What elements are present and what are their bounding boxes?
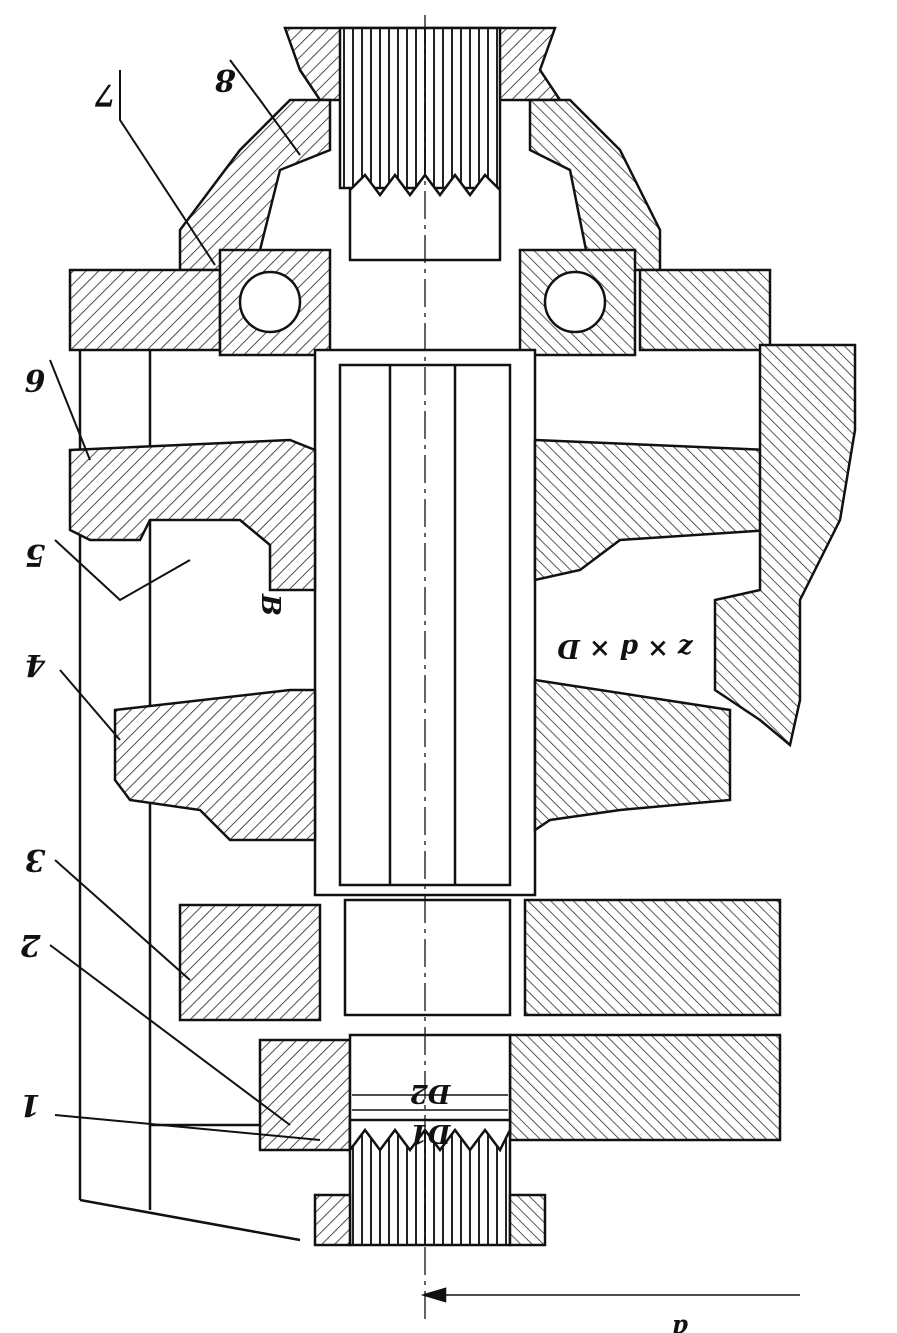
bottom-spline-bore xyxy=(348,1118,512,1154)
leader-8 xyxy=(229,59,301,156)
housing-bottom-line xyxy=(79,1198,301,1242)
spline-label: z × d × D xyxy=(557,633,694,663)
callout-5: 5 xyxy=(25,537,46,572)
callout-7: 7 xyxy=(94,77,115,112)
gear-3-bore xyxy=(343,898,512,1017)
gear-4-left xyxy=(113,688,317,842)
housing-block-right xyxy=(713,343,857,748)
distance-a-label: a xyxy=(672,1313,689,1333)
gear-2-bore xyxy=(348,1033,512,1137)
bearing-ball-left xyxy=(238,270,302,334)
top-spline-teeth xyxy=(338,26,502,190)
gear-3-left xyxy=(178,903,322,1022)
leader-5 xyxy=(54,539,191,602)
gear-4-right xyxy=(533,678,732,833)
leader-1 xyxy=(54,1114,321,1141)
callout-1: 1 xyxy=(20,1087,41,1122)
dim-a-arrow xyxy=(420,1287,447,1303)
diameter-d2-label: D2 xyxy=(410,1078,452,1108)
leader-4 xyxy=(59,669,121,741)
gear-6-right xyxy=(533,438,772,582)
bottom-collar-right xyxy=(508,1193,547,1247)
leader-6 xyxy=(49,359,91,461)
callout-6: 6 xyxy=(24,362,45,397)
housing-wall-left xyxy=(68,268,222,352)
bearing-cover-right xyxy=(528,98,662,272)
leader-7 xyxy=(119,70,216,266)
gear-3-right xyxy=(523,898,782,1017)
callout-8: 8 xyxy=(214,62,236,97)
bearing-ball-right xyxy=(543,270,607,334)
gear-6-left xyxy=(68,438,317,592)
housing-wall-right xyxy=(638,268,772,352)
leader-2 xyxy=(49,944,291,1126)
bottom-collar-left xyxy=(313,1193,352,1247)
gear-2-right xyxy=(508,1033,782,1142)
callout-2: 2 xyxy=(20,927,42,962)
leader-3 xyxy=(54,859,191,981)
callout-3: 3 xyxy=(25,842,46,877)
diameter-d1-label: D1 xyxy=(410,1118,452,1148)
callout-4: 4 xyxy=(25,647,46,682)
gear-2-left xyxy=(258,1038,352,1152)
gap-label: B xyxy=(255,593,285,616)
